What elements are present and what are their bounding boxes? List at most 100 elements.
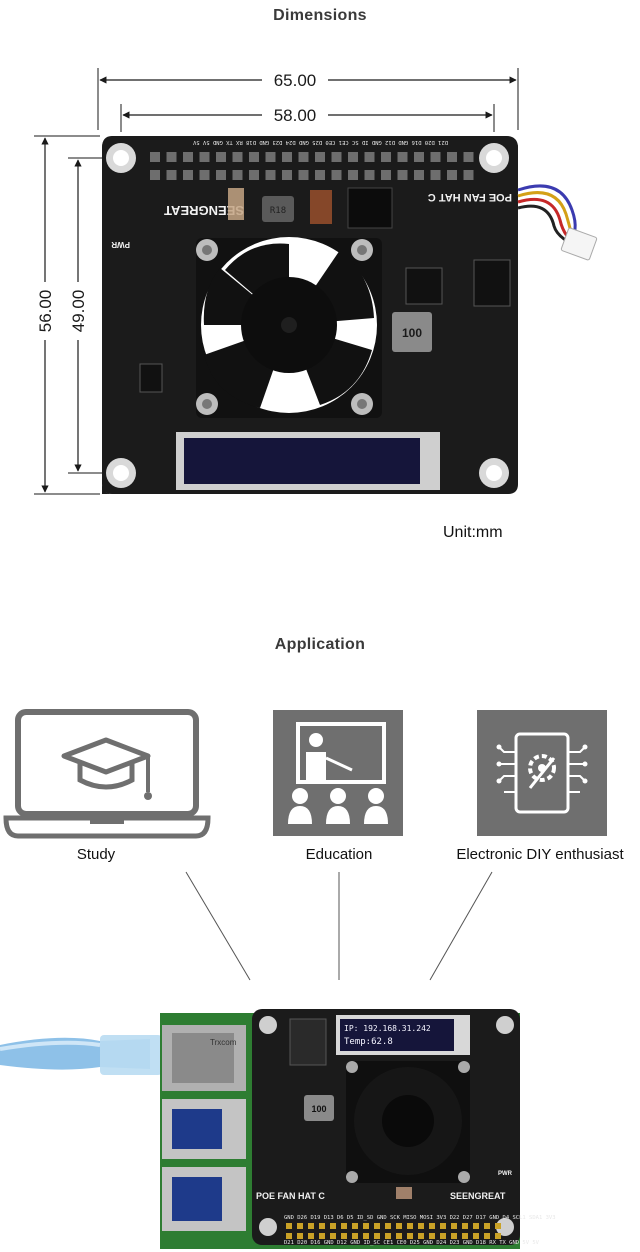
photo-header-pin [319,1223,325,1229]
header-pin [315,152,325,162]
capacitor-2 [228,188,244,220]
photo-header-pin [473,1223,479,1229]
small-ic [139,363,163,393]
header-pin [381,152,391,162]
header-pin [282,152,292,162]
photo-header-pin [385,1223,391,1229]
mosfet-chip [473,259,511,307]
header-pin [463,152,474,162]
board-brand: SEENGREAT [164,203,244,218]
header-pin [150,152,160,162]
header-pin [183,170,193,180]
header-pin [282,170,292,180]
header-pin [381,170,391,180]
unit-label: Unit:mm [443,524,503,541]
photo-header-pin [495,1233,501,1239]
capacitor [310,190,332,224]
application-title: Application [274,636,366,653]
photo-header-pin [330,1233,336,1239]
photo-header-pin [429,1233,435,1239]
header-pin [232,170,243,180]
application-study-label: Study [76,846,116,863]
header-pin [166,152,177,162]
photo-header-pin [440,1223,446,1229]
photo-header-pin [308,1233,314,1239]
photo-pin-row-2: D21 D20 D16 GND D12 GND ID_SC CE1 CE0 D2… [284,1240,540,1246]
header-pin [331,152,342,162]
photo-pwr-label: PWR [498,1171,513,1177]
header-pin [298,152,309,162]
board-name: POE FAN HAT C [428,191,512,203]
photo-header-pin [462,1223,468,1229]
header-pin [315,170,325,180]
photo-header-pin [429,1223,435,1229]
photo-header-pin [352,1233,358,1239]
application-diy-label: Electronic DIY enthusiast [456,846,624,863]
application-education-label: Education [305,846,373,863]
header-pin [430,152,441,162]
header-pin [249,152,259,162]
hole-width-label: 58.00 [274,106,317,125]
header-pin [397,170,408,180]
oled-temp-line: Temp:62.8 [344,1037,393,1047]
photo-header-pin [374,1233,380,1239]
dimension-drawing: 65.00 58.00 56.00 49.00 D21 D20 D16 GND … [34,68,598,495]
pwr-label: PWR [111,240,130,249]
header-pin [348,152,358,162]
fan-screws [196,239,373,415]
photo-header-pin [385,1233,391,1239]
usb-ports: Trxcom [162,1025,246,1231]
width-dimension-65: 65.00 [97,68,519,130]
photo-header-pin [330,1223,336,1229]
header-pin [414,170,424,180]
photo-header-pin [462,1233,468,1239]
dimensions-title: Dimensions [273,7,367,24]
ethernet-cable [0,1035,162,1075]
header-pin [249,170,259,180]
header-pin [216,152,226,162]
header-pin [463,170,474,180]
photo-pin-row-1: GND D26 D19 D13 D6 D5 ID_SD GND SCK MISO… [284,1215,556,1221]
photo-header-pin [286,1223,292,1229]
photo-header-pin [319,1233,325,1239]
photo-header-pin [440,1233,446,1239]
photo-header-pin [418,1233,424,1239]
poe-fan-hat-board: D21 D20 D16 GND D12 GND ID SC CE1 CE0 D2… [102,136,598,494]
header-pin [364,170,375,180]
header-pin [166,170,177,180]
header-pin [447,170,457,180]
photo-inductor-label: 100 [311,1104,326,1114]
header-pin [232,152,243,162]
photo-header-pin [341,1223,347,1229]
photo-header-pin [286,1233,292,1239]
teacher-classroom-icon [273,710,403,836]
photo-brand: SEENGREAT [450,1191,506,1201]
photo-header-pin [473,1233,479,1239]
photo-header-pin [484,1233,490,1239]
top-pin-labels: D21 D20 D16 GND D12 GND ID SC CE1 CE0 D2… [192,139,448,145]
header-pin [348,170,358,180]
mounting-hole-tl [106,143,136,173]
header-pin [265,152,276,162]
photo-header-pin [407,1233,413,1239]
overall-height-label: 56.00 [36,290,55,333]
laptop-graduation-cap-icon [3,709,211,839]
jack-brand: Trxcom [210,1038,237,1047]
mounting-hole-br [479,458,509,488]
height-dimension-49: 49.00 [68,157,120,474]
header-pin [199,170,210,180]
oled-screen [184,438,420,484]
product-photo: Trxcom IP: 192.168.31.242 Temp:62.8 100 … [0,1009,556,1249]
photo-header-pin [297,1233,303,1239]
chip-label: R18 [270,206,286,216]
photo-header-pin [418,1223,424,1229]
header-pin [331,170,342,180]
photo-header-pin [374,1223,380,1229]
header-pin [414,152,424,162]
circuit-gear-icon [477,710,607,836]
photo-header-pin [352,1223,358,1229]
overall-width-label: 65.00 [274,71,317,90]
photo-header-pin [341,1233,347,1239]
photo-header-pin [297,1223,303,1229]
height-dimension-56: 56.00 [34,135,100,495]
